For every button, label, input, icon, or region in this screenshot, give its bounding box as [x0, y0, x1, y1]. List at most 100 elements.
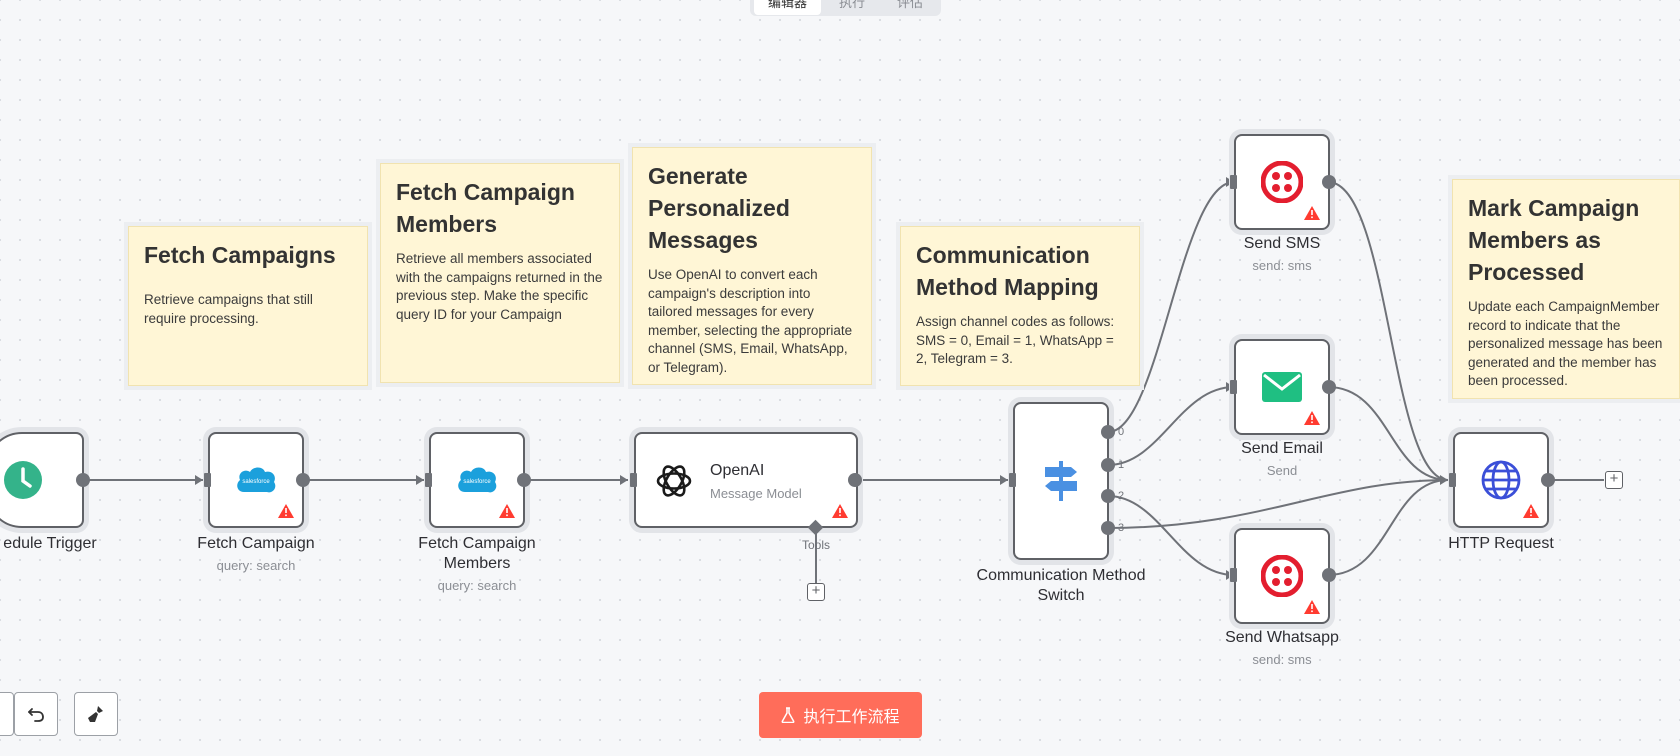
sticky-note-body: Assign channel codes as follows: SMS = 0…: [916, 314, 1115, 366]
output-handle[interactable]: [76, 473, 90, 487]
tab-editor[interactable]: 编辑器: [754, 0, 822, 15]
output-handle-1[interactable]: [1101, 458, 1115, 472]
output-handle-3[interactable]: [1101, 521, 1115, 535]
edge-email-to-http: [1327, 386, 1449, 481]
node-label: HTTP Request: [1448, 535, 1554, 552]
execute-workflow-label: 执行工作流程: [803, 709, 900, 726]
edge-whatsapp-to-http: [1327, 479, 1449, 576]
node-http-request[interactable]: [1453, 432, 1549, 528]
output-handle-2[interactable]: [1101, 489, 1115, 503]
edge-switch2-to-whatsapp: [1107, 495, 1235, 576]
node-title: OpenAI: [710, 462, 765, 479]
node-label: Fetch Campaign Members: [418, 535, 536, 572]
signpost-icon: [1045, 461, 1077, 501]
node-subtitle: send: sms: [1252, 258, 1312, 273]
flask-icon: [782, 707, 795, 723]
node-subtitle: send: sms: [1252, 652, 1312, 667]
sticky-note-title: Mark Campaign Members as Processed: [1468, 195, 1640, 285]
node-schedule-trigger[interactable]: [0, 432, 84, 528]
add-node-button[interactable]: +: [1605, 471, 1623, 489]
clock-icon: [4, 461, 42, 499]
port-label: 2: [1118, 490, 1125, 502]
node-send-sms[interactable]: [1234, 134, 1330, 230]
warning-icon: [1304, 411, 1320, 425]
input-handle[interactable]: [425, 473, 432, 487]
port-label: 1: [1118, 459, 1125, 471]
node-subtitle: Send: [1266, 463, 1298, 478]
email-icon: [1262, 372, 1302, 402]
sticky-note-title: Fetch Campaigns: [144, 242, 336, 268]
output-handle[interactable]: [517, 473, 531, 487]
port-label: 3: [1118, 522, 1125, 534]
edge-switch1-to-email: [1107, 386, 1235, 466]
output-handle-0[interactable]: [1101, 425, 1115, 439]
input-handle[interactable]: [1230, 175, 1237, 189]
input-handle[interactable]: [630, 473, 637, 487]
sticky-note-title: Communication Method Mapping: [916, 242, 1099, 300]
node-subtitle: query: search: [216, 558, 296, 573]
node-label: Send Email: [1241, 440, 1323, 457]
node-communication-method-switch[interactable]: [1013, 402, 1109, 560]
warning-icon: [1304, 600, 1320, 614]
svg-text:salesforce: salesforce: [242, 479, 270, 485]
clean-up-button[interactable]: [74, 692, 118, 736]
openai-icon: [656, 465, 692, 497]
globe-icon: [1481, 460, 1521, 500]
salesforce-icon: salesforce: [237, 467, 276, 493]
input-handle[interactable]: [1009, 473, 1016, 487]
sticky-note-body: Update each CampaignMember record to ind…: [1468, 299, 1663, 388]
output-handle[interactable]: [1322, 380, 1336, 394]
tools-label: Tools: [801, 538, 830, 552]
node-send-email[interactable]: [1234, 339, 1330, 435]
twilio-icon: [1261, 161, 1303, 203]
output-handle[interactable]: [1322, 568, 1336, 582]
undo-icon: [28, 708, 44, 722]
undo-button[interactable]: [14, 692, 58, 736]
twilio-icon: [1261, 555, 1303, 597]
node-label: Send SMS: [1243, 235, 1321, 252]
salesforce-icon: salesforce: [458, 467, 497, 493]
execute-workflow-button[interactable]: 执行工作流程: [759, 692, 922, 738]
sticky-note-fetch-campaigns[interactable]: Fetch Campaigns Retrieve campaigns that …: [128, 226, 368, 386]
sticky-note-body: Retrieve all members associated with the…: [396, 251, 603, 322]
input-handle[interactable]: [1230, 380, 1237, 394]
port-label: 0: [1118, 426, 1125, 438]
input-handle[interactable]: [1449, 473, 1456, 487]
node-label: Fetch Campaign: [197, 535, 315, 552]
sticky-note-generate-messages[interactable]: Generate Personalized Messages Use OpenA…: [632, 147, 872, 385]
sticky-note-mark-processed[interactable]: Mark Campaign Members as Processed Updat…: [1452, 179, 1680, 399]
node-fetch-campaign-members[interactable]: salesforce: [429, 432, 525, 528]
add-tool-button[interactable]: +: [807, 583, 825, 601]
edge-switch3-to-http: [1107, 479, 1449, 529]
tab-evaluations[interactable]: 评估: [897, 0, 924, 10]
output-handle[interactable]: [848, 473, 862, 487]
node-openai-message-model[interactable]: OpenAI Message Model: [634, 432, 858, 528]
tab-executions[interactable]: 执行: [839, 0, 866, 10]
sticky-note-body: Retrieve campaigns that still require pr…: [144, 292, 313, 326]
warning-icon: [1523, 504, 1539, 518]
input-handle[interactable]: [1230, 568, 1237, 582]
edge-sms-to-http: [1327, 181, 1449, 481]
output-handle[interactable]: [1541, 473, 1555, 487]
warning-icon: [832, 504, 848, 518]
warning-icon: [278, 504, 294, 518]
output-handle[interactable]: [1322, 175, 1336, 189]
sticky-note-body: Use OpenAI to convert each campaign's de…: [648, 267, 853, 375]
node-fetch-campaign[interactable]: salesforce: [208, 432, 304, 528]
node-send-whatsapp[interactable]: [1234, 528, 1330, 624]
node-label: edule Trigger: [3, 535, 97, 552]
edge-switch0-to-sms: [1107, 181, 1235, 433]
warning-icon: [1304, 206, 1320, 220]
sticky-note-title: Generate Personalized Messages: [648, 163, 790, 253]
zoom-control-partial[interactable]: [0, 692, 14, 736]
node-subtitle: query: search: [437, 578, 517, 593]
input-handle[interactable]: [204, 473, 211, 487]
sticky-note-communication-mapping[interactable]: Communication Method Mapping Assign chan…: [900, 226, 1140, 386]
sticky-note-fetch-members[interactable]: Fetch Campaign Members Retrieve all memb…: [380, 163, 620, 383]
svg-text:salesforce: salesforce: [463, 479, 491, 485]
sticky-note-title: Fetch Campaign Members: [396, 179, 575, 237]
view-tabs: 编辑器 执行 评估: [750, 0, 942, 16]
output-handle[interactable]: [296, 473, 310, 487]
node-label: Communication Method Switch: [976, 567, 1146, 604]
